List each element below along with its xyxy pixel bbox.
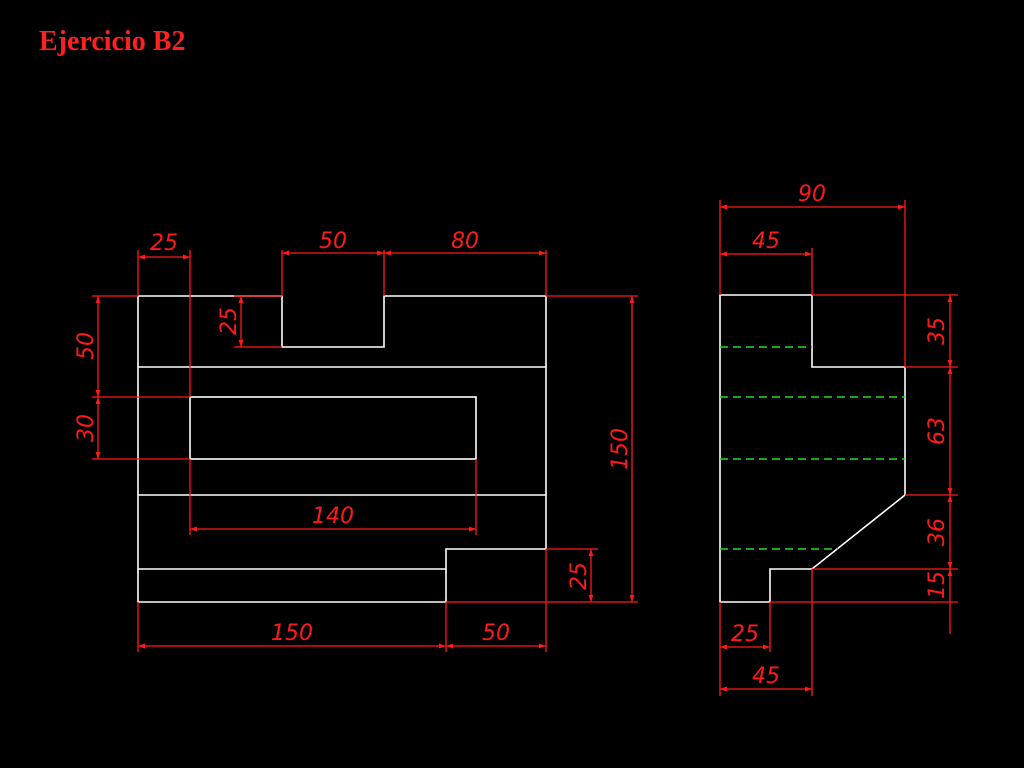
- dim-text-left-upper: 50: [74, 332, 99, 360]
- front-view: 25 50 80 25 50 30 140 25 150 150 50: [74, 229, 638, 652]
- dim-text-right-3: 36: [925, 518, 950, 546]
- front-view-geometry: [137, 295, 547, 603]
- dim-text-top-total: 90: [798, 182, 826, 207]
- dim-text-bottom-left: 150: [271, 621, 313, 646]
- dim-text-right-4: 15: [925, 571, 950, 599]
- dim-text-right-1: 35: [925, 317, 950, 345]
- dim-text-bottom-right: 50: [482, 621, 510, 646]
- dim-text-top-left: 25: [150, 231, 178, 256]
- side-view-geometry: [719, 294, 906, 603]
- page-title: Ejercicio B2: [39, 26, 186, 57]
- dim-text-left-lower: 30: [74, 414, 99, 442]
- side-view-extension-lines: [719, 200, 958, 696]
- side-view-hidden-lines: [720, 346, 905, 550]
- dim-text-bottom-1: 25: [731, 622, 759, 647]
- front-view-extension-lines: [92, 250, 638, 652]
- dim-text-top-right: 80: [451, 229, 479, 254]
- dim-text-bottom-2: 45: [752, 664, 780, 689]
- dim-text-step-height: 25: [567, 562, 592, 590]
- dim-text-top-partial: 45: [752, 229, 780, 254]
- dim-text-slot-width: 50: [319, 229, 347, 254]
- dim-text-slot-depth: 25: [217, 307, 242, 335]
- side-view: 90 45 35 63 36 15 25 45: [719, 182, 958, 696]
- front-view-dimension-lines: [95, 250, 635, 649]
- dim-text-right-2: 63: [925, 417, 950, 445]
- side-view-dimension-lines: [720, 204, 953, 692]
- dim-text-total-height: 150: [608, 428, 633, 470]
- dim-text-inner-width: 140: [312, 504, 354, 529]
